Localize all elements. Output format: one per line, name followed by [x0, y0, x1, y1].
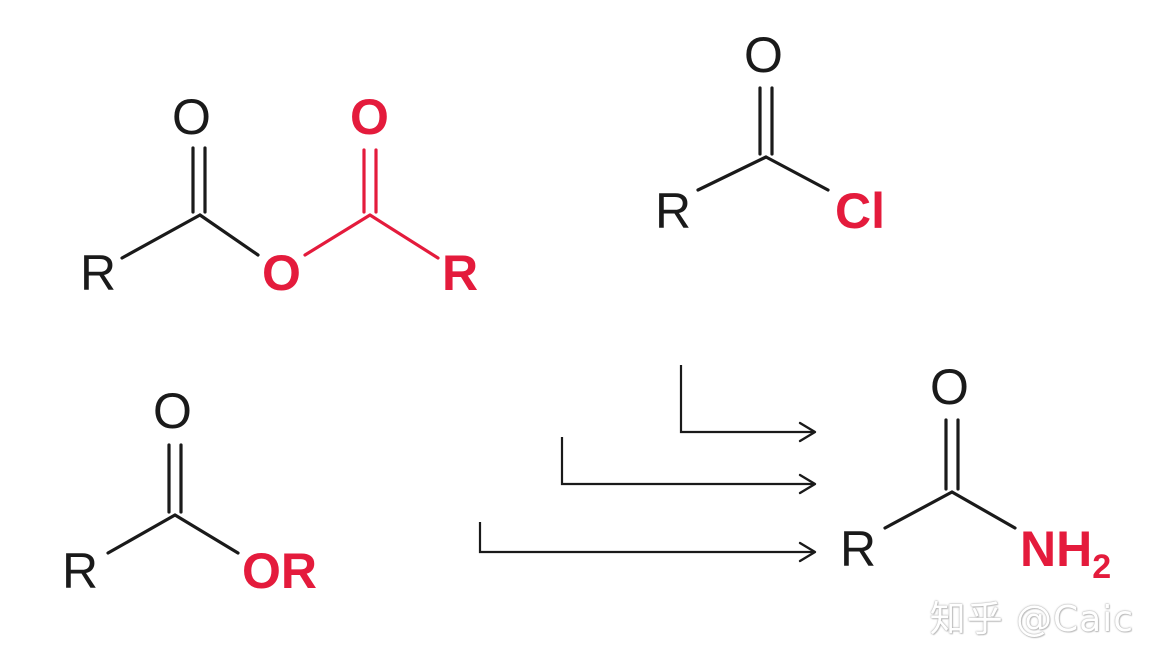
watermark: 知乎 @Caic: [929, 599, 1134, 640]
bond-carbonyl-left-o-bridge: [198, 213, 260, 257]
atom-o-top-right: O: [350, 89, 389, 145]
atom-r: R: [655, 183, 691, 239]
arrowhead-from-anhydride: [798, 473, 817, 495]
acid-chloride: O R Cl: [655, 27, 885, 239]
bond-r-carbonyl: [106, 513, 177, 555]
bond-carbonyl-cl: [764, 155, 830, 192]
arrow-from-acid-chloride: [679, 365, 815, 434]
atom-nh: NH: [1020, 521, 1092, 577]
arrowhead-from-ester: [798, 541, 817, 563]
arrow-from-anhydride: [560, 437, 815, 486]
atom-r-left: R: [80, 245, 116, 301]
atom-o-bridge: O: [262, 245, 301, 301]
arrow-from-ester: [478, 522, 815, 554]
amide: O R NH2: [840, 359, 1111, 586]
acid-anhydride: R O O O R: [80, 89, 478, 301]
bond-carbonyl-n: [950, 490, 1017, 530]
ester: O R OR: [62, 383, 317, 599]
atom-or: OR: [242, 543, 317, 599]
bond-carbonyl-right-r: [368, 213, 440, 260]
bond-o-bridge-carbonyl-right: [303, 213, 372, 257]
bond-r-carbonyl-left: [120, 213, 202, 260]
atom-nh2: NH2: [1020, 521, 1111, 586]
reaction-arrows: [478, 365, 817, 563]
atom-o-top: O: [744, 27, 783, 83]
atom-cl: Cl: [835, 183, 885, 239]
bond-r-carbonyl: [696, 155, 768, 192]
atom-r: R: [62, 543, 98, 599]
bond-carbonyl-or: [173, 513, 240, 555]
atom-r-right: R: [442, 245, 478, 301]
arrowhead-from-acid-chloride: [798, 421, 817, 443]
atom-o-top: O: [153, 383, 192, 439]
atom-o-top-left: O: [172, 89, 211, 145]
atom-r: R: [840, 521, 876, 577]
bond-r-carbonyl: [883, 490, 954, 530]
subscript-2: 2: [1092, 548, 1111, 586]
atom-o-top: O: [930, 359, 969, 415]
